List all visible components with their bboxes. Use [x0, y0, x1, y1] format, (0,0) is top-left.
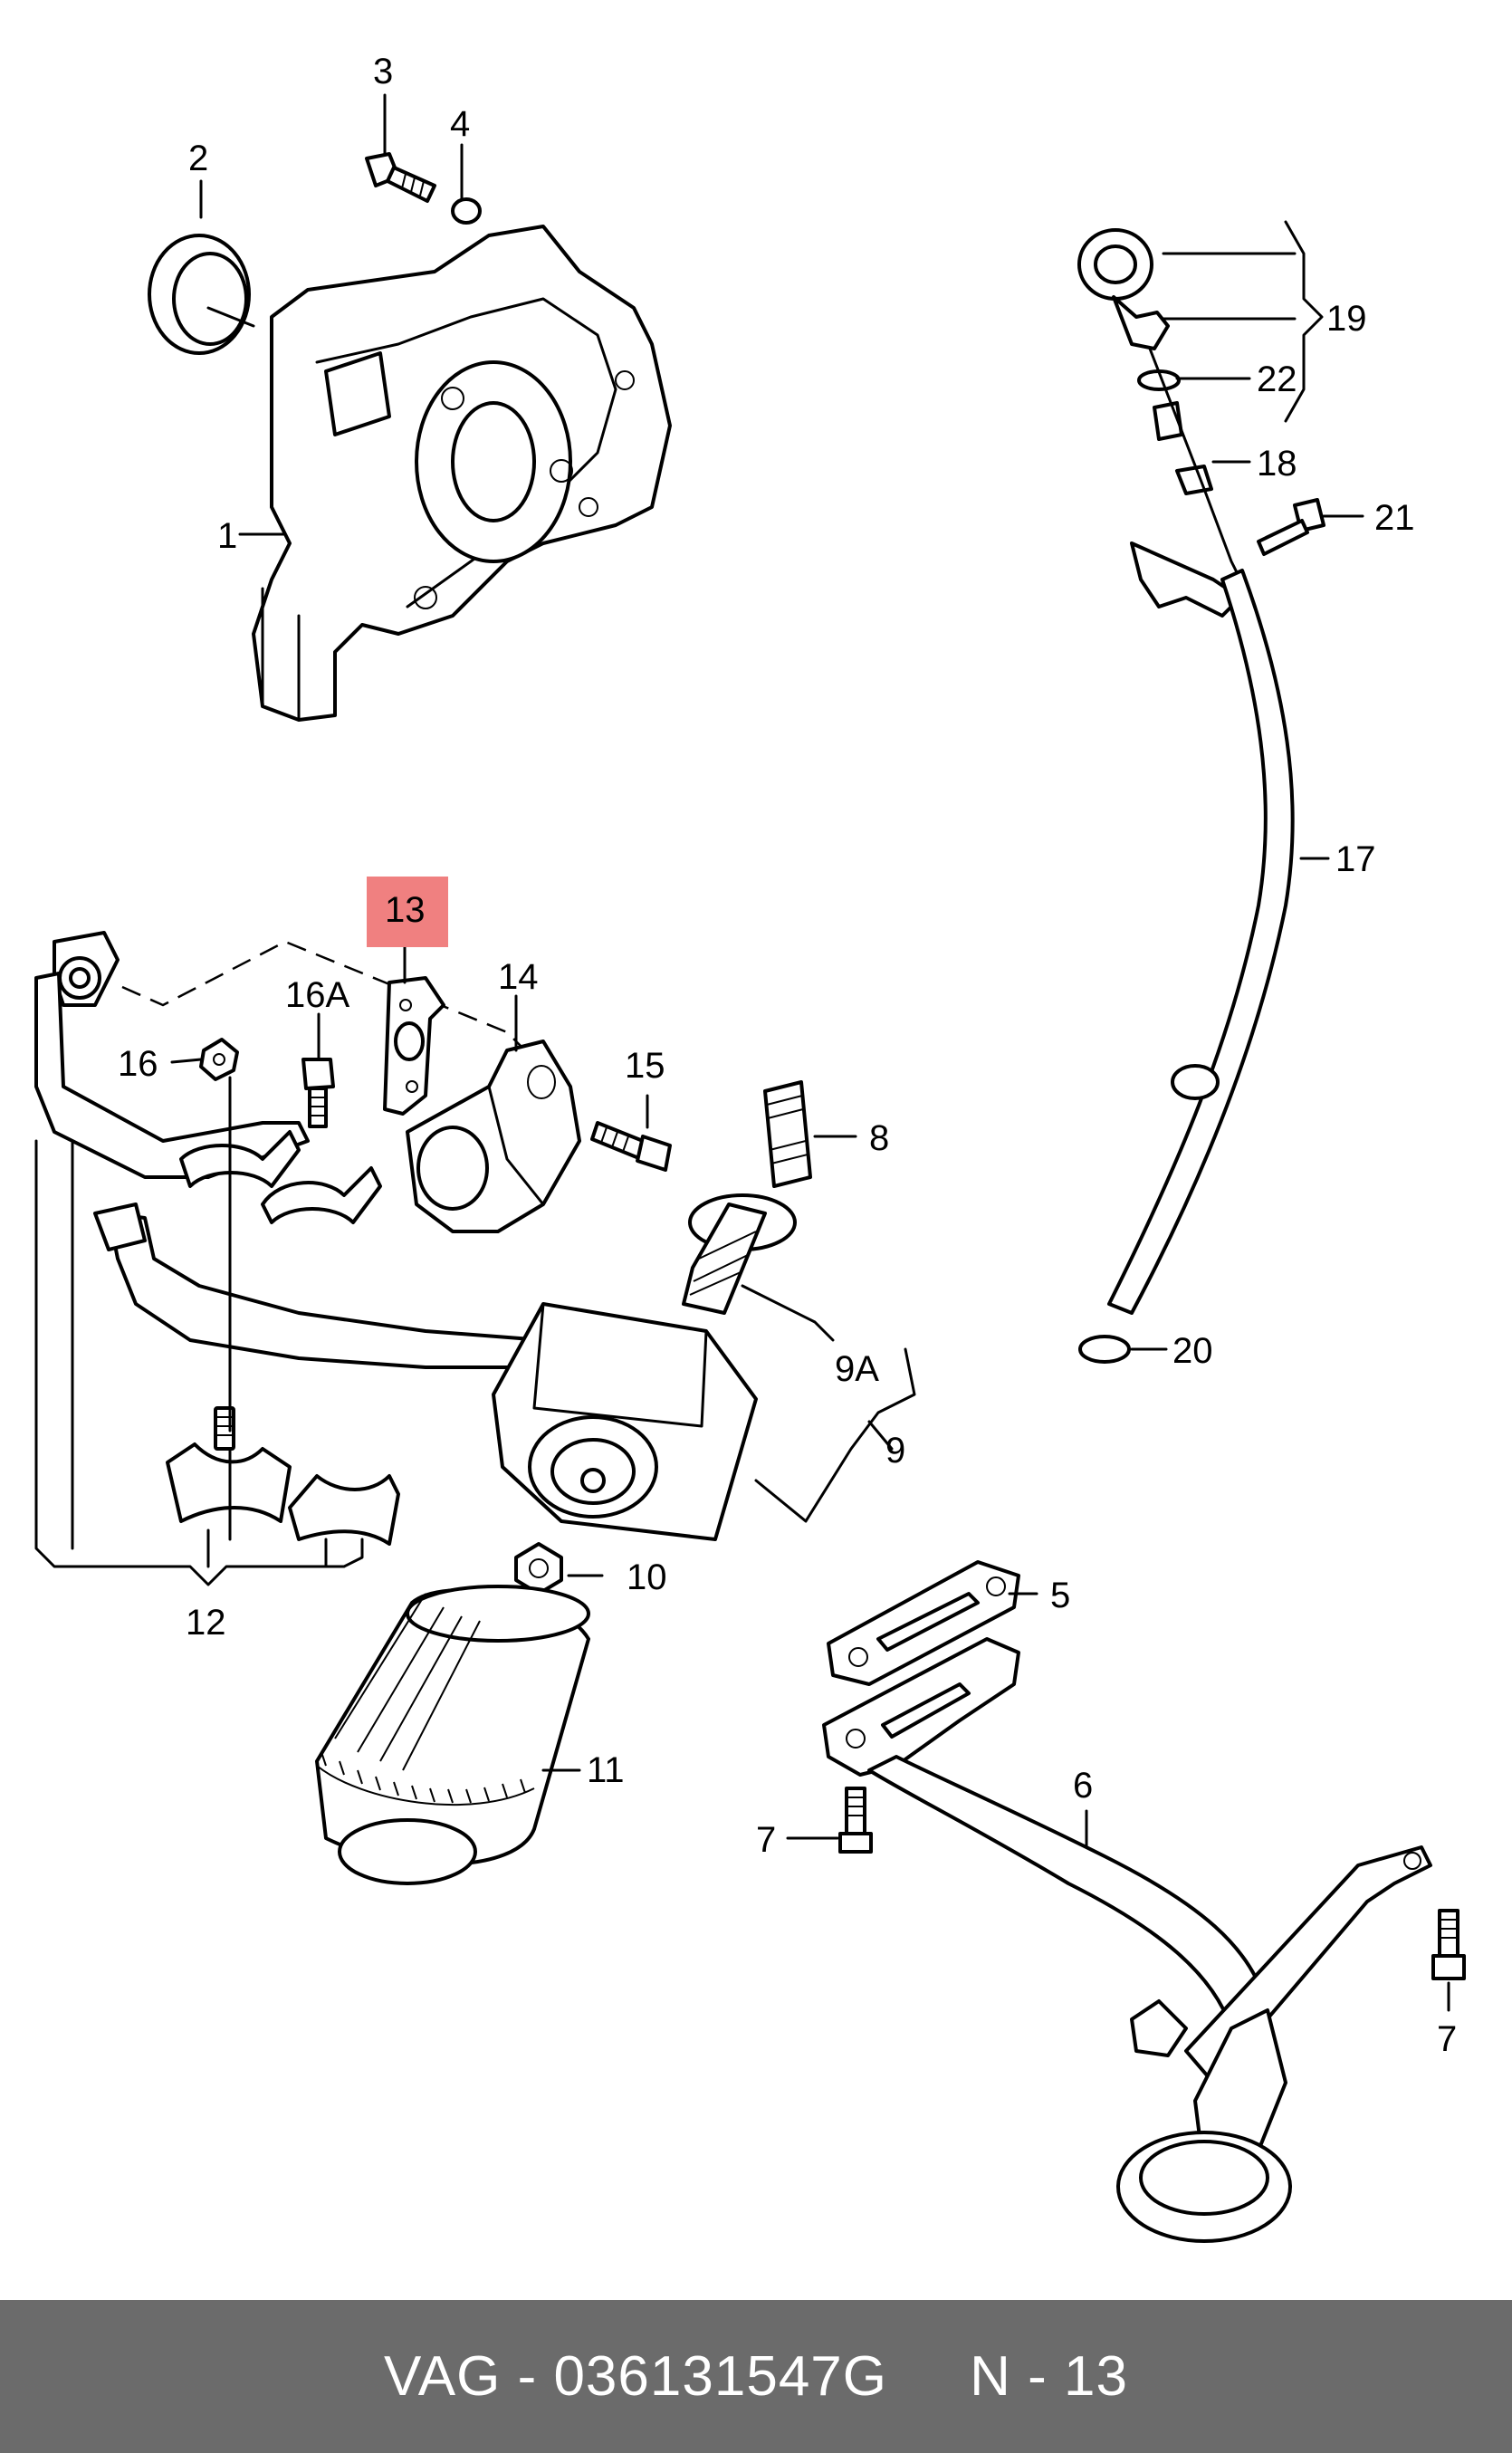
callout-10: 10 [627, 1557, 667, 1597]
highlight-box-13 [367, 877, 448, 947]
clamp-lower [166, 1442, 400, 1546]
callout-11: 11 [587, 1750, 625, 1790]
pickup-bolt-left [838, 1787, 873, 1854]
footer-bar: VAG - 036131547G N - 13 [0, 2300, 1512, 2453]
callout-8: 8 [869, 1118, 889, 1158]
callout-9a: 9A [835, 1349, 879, 1389]
oil-pump-housing [252, 225, 672, 722]
leader-lines [34, 93, 1450, 2012]
part-number-label: VAG - 036131547G N - 13 [384, 2345, 1128, 2408]
oil-filter [315, 1585, 590, 1885]
callout-1: 1 [217, 516, 237, 556]
callout-21: 21 [1374, 498, 1415, 538]
callout-22: 22 [1257, 359, 1297, 399]
guide-tube-bolt [1257, 498, 1325, 556]
oil-filter-bracket [406, 1040, 581, 1233]
callout-4: 4 [450, 104, 470, 144]
callout-labels: 1 2 3 4 5 6 7 7 8 9 9A 10 11 12 13 14 15… [118, 52, 1457, 2059]
callout-7-right: 7 [1437, 2019, 1457, 2059]
dipstick-assembly [1077, 228, 1295, 1364]
oil-line-bracket [34, 931, 310, 1179]
pump-bolt [365, 152, 436, 203]
gasket [383, 976, 445, 1116]
hex-nut [199, 1038, 239, 1081]
callout-20: 20 [1172, 1331, 1213, 1371]
callout-7-left: 7 [756, 1820, 776, 1860]
callout-18: 18 [1257, 444, 1297, 484]
callout-13: 13 [385, 890, 426, 930]
pickup-bolt-right [1431, 1909, 1466, 1980]
callout-16: 16 [118, 1044, 158, 1084]
callout-5: 5 [1050, 1576, 1070, 1615]
callout-3: 3 [373, 52, 393, 91]
clamp-upper [179, 1130, 382, 1224]
callout-12: 12 [186, 1603, 226, 1643]
callout-2: 2 [188, 139, 208, 178]
callout-14: 14 [498, 957, 539, 997]
filter-bracket-bolt [590, 1121, 672, 1172]
callout-15: 15 [625, 1046, 665, 1086]
callout-19: 19 [1326, 299, 1367, 339]
callout-17: 17 [1335, 839, 1376, 879]
threaded-stud [763, 1080, 812, 1188]
parts-diagram: 1 2 3 4 5 6 7 7 8 9 9A 10 11 12 13 14 15… [34, 52, 1466, 2243]
pump-washer [451, 197, 482, 225]
bracket-bolt [301, 1058, 335, 1128]
seal-ring [148, 234, 251, 355]
callout-16a: 16A [285, 975, 349, 1015]
callout-9: 9 [885, 1431, 905, 1471]
callout-6: 6 [1073, 1766, 1093, 1806]
filter-nut [514, 1542, 563, 1595]
pickup-gasket [827, 1560, 1020, 1686]
filter-screen-seal [682, 1193, 797, 1315]
dipstick-seal [1078, 1335, 1131, 1364]
oil-pickup-tube [822, 1637, 1432, 2243]
